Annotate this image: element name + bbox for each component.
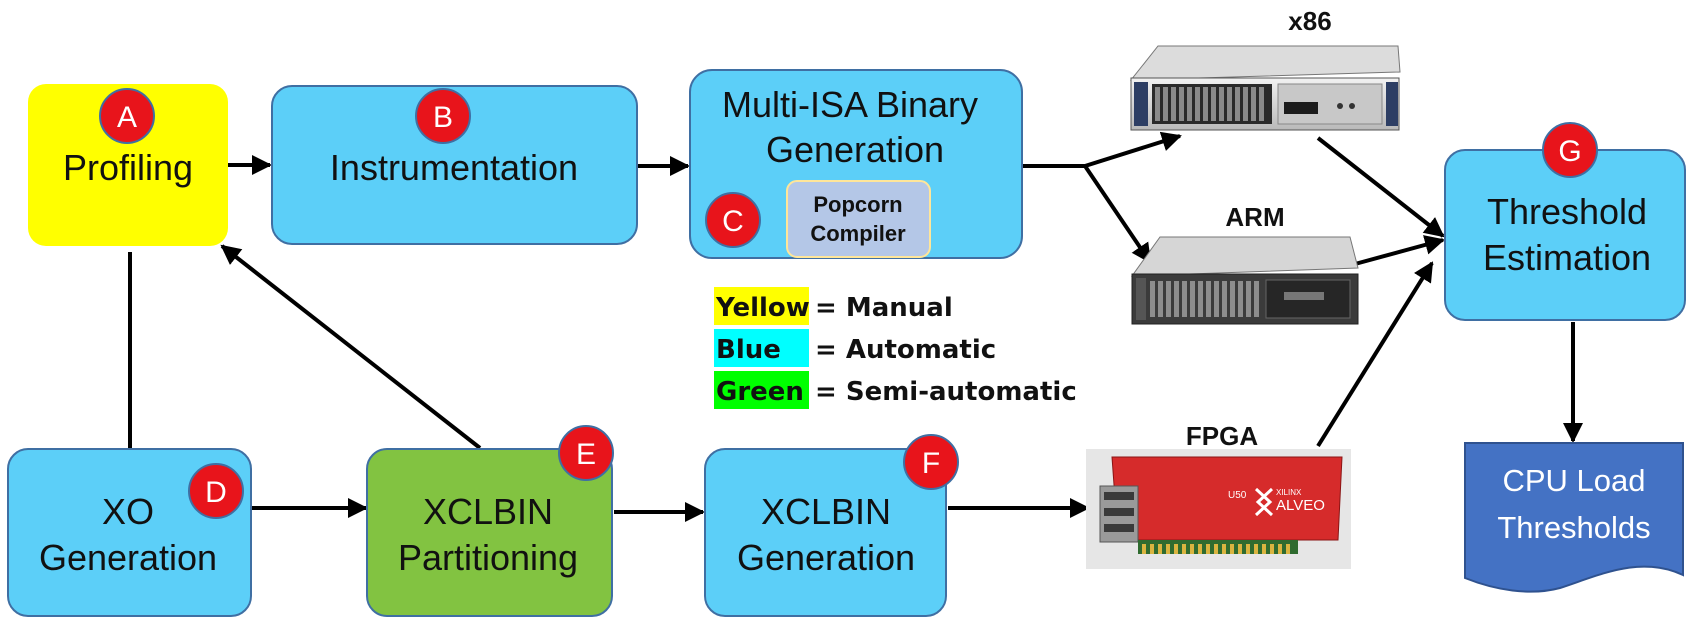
server-x86: x86 <box>1129 6 1401 131</box>
node-xclbin-partitioning: E XCLBIN Partitioning <box>366 425 614 617</box>
arrow-arm-to-threshold <box>1354 235 1445 266</box>
connectors <box>128 131 1583 522</box>
x86-label: x86 <box>1288 6 1331 36</box>
profiling-label: Profiling <box>63 147 193 188</box>
badge-c-label: C <box>722 205 744 238</box>
badge-e-label: E <box>576 438 596 471</box>
badge-a <box>99 88 155 144</box>
xo-label-line2: Generation <box>39 537 217 578</box>
legend-value-green: = Semi-automatic <box>815 377 1077 407</box>
legend-swatch-yellow <box>714 287 809 325</box>
legend-swatch-green <box>714 371 809 409</box>
badge-d-label: D <box>205 476 227 509</box>
fpga-brand: ALVEO <box>1276 497 1325 514</box>
cpu-load-label-line1: CPU Load <box>1502 463 1645 498</box>
cpu-load-document-shape <box>1464 442 1684 593</box>
profiling-box <box>28 84 228 246</box>
threshold-label-line2: Estimation <box>1483 237 1651 278</box>
arrow-split-to-arm <box>1083 164 1152 264</box>
legend-key-yellow: Yellow <box>715 293 810 323</box>
arm-label: ARM <box>1225 202 1284 232</box>
legend-key-green: Green <box>716 377 804 407</box>
node-profiling: A Profiling <box>28 84 228 246</box>
device-fpga: FPGA XILINX ALVEO <box>1086 421 1351 569</box>
x86-server-icon <box>1129 45 1401 131</box>
legend: Yellow = Manual Blue = Automatic Green =… <box>714 287 1077 409</box>
fpga-brand-small: XILINX <box>1276 488 1302 497</box>
xclbin-gen-box <box>704 448 947 617</box>
legend-value-blue: = Automatic <box>815 335 996 365</box>
multi-isa-label-line1: Multi-ISA Binary <box>722 84 978 125</box>
badge-f <box>903 434 959 490</box>
threshold-label-line1: Threshold <box>1487 191 1647 232</box>
node-instrumentation: B Instrumentation <box>271 85 638 245</box>
badge-d <box>188 463 244 519</box>
fpga-label: FPGA <box>1186 421 1258 451</box>
node-cpu-load-thresholds: CPU Load Thresholds <box>1464 442 1684 593</box>
badge-g <box>1542 122 1598 178</box>
popcorn-box <box>786 180 931 258</box>
legend-key-blue: Blue <box>716 335 781 365</box>
badge-f-label: F <box>922 447 940 480</box>
badge-e <box>558 425 614 481</box>
badge-c <box>705 192 761 248</box>
node-multi-isa: Multi-ISA Binary Generation C Popcorn Co… <box>689 69 1023 259</box>
xclbin-gen-label-line2: Generation <box>737 537 915 578</box>
multi-isa-label-line2: Generation <box>766 129 944 170</box>
arrow-fpga-to-threshold <box>1316 261 1434 448</box>
arrow-split-to-x86 <box>1084 131 1182 168</box>
cpu-load-label-line2: Thresholds <box>1497 510 1650 545</box>
node-xclbin-generation: F XCLBIN Generation <box>704 434 959 617</box>
badge-g-label: G <box>1558 135 1581 168</box>
instrumentation-box <box>271 85 638 245</box>
fpga-card-icon: XILINX ALVEO U50 <box>1086 449 1351 569</box>
xo-label-line1: XO <box>102 491 154 532</box>
arrow-partitioning-to-profiling <box>220 244 482 450</box>
instrumentation-label: Instrumentation <box>330 147 578 188</box>
popcorn-label-line2: Compiler <box>810 221 906 246</box>
arm-server-icon <box>1130 236 1359 325</box>
partitioning-box <box>366 448 613 617</box>
badge-b <box>415 88 471 144</box>
arrow-x86-to-threshold <box>1316 136 1445 238</box>
legend-swatch-blue <box>714 329 809 367</box>
legend-value-yellow: = Manual <box>815 293 953 323</box>
partitioning-label-line1: XCLBIN <box>423 491 553 532</box>
xclbin-gen-label-line1: XCLBIN <box>761 491 891 532</box>
badge-a-label: A <box>117 101 137 134</box>
partitioning-label-line2: Partitioning <box>398 537 578 578</box>
node-xo-generation: D XO Generation <box>7 448 252 617</box>
fpga-model: U50 <box>1228 490 1247 501</box>
popcorn-label-line1: Popcorn <box>813 192 902 217</box>
node-threshold-estimation: G Threshold Estimation <box>1444 122 1686 321</box>
badge-b-label: B <box>433 101 453 134</box>
server-arm: ARM <box>1130 202 1359 325</box>
